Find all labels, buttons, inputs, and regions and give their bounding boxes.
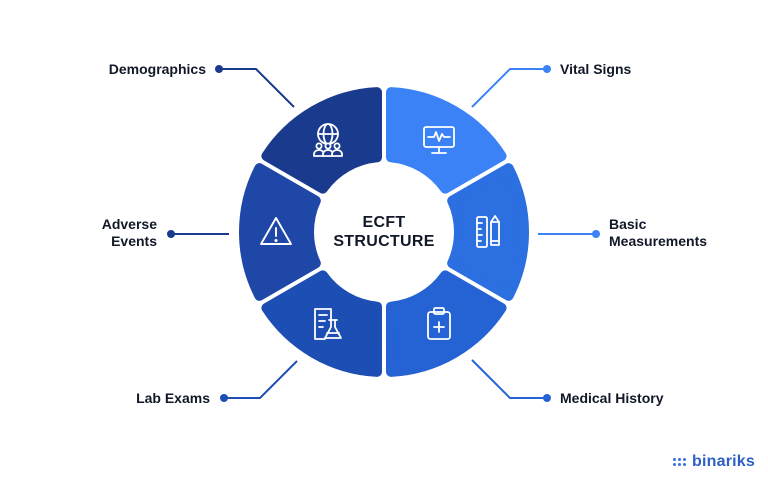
document-flask-icon [314, 308, 342, 340]
connector-lab-exams-dot [220, 394, 228, 402]
ruler-pencil-icon [476, 215, 500, 248]
label-adverse-line2: Events [111, 233, 157, 249]
segment-icons [260, 123, 500, 340]
connector-demographics-dot [215, 65, 223, 73]
segment-basic-measurements [447, 163, 529, 301]
connector-vital-signs [471, 68, 547, 108]
connector-medical-history-dot [543, 394, 551, 402]
segment-lab-exams [261, 270, 383, 377]
label-basic-line2: Measurements [609, 233, 708, 249]
binariks-logo: binariks [673, 451, 758, 473]
segment-medical-history [385, 270, 507, 377]
center-title-line1: ECFT [362, 214, 406, 231]
clipboard-plus-icon [427, 307, 451, 340]
label-lab-exams: Lab Exams [136, 390, 210, 406]
connector-lab-exams [224, 360, 298, 399]
label-adverse-line1: Adverse [101, 216, 157, 232]
connector-vital-signs-dot [543, 65, 551, 73]
label-basic-line1: Basic [609, 216, 647, 232]
segment-vital-signs [385, 87, 507, 194]
segment-adverse-events [239, 163, 321, 301]
label-adverse-events: Adverse Events [60, 216, 157, 250]
ring-segments [239, 87, 529, 377]
logo-text: binariks [692, 453, 755, 470]
center-title: ECFT STRUCTURE [314, 213, 454, 251]
connector-medical-history [471, 359, 547, 399]
label-basic-measurements: Basic Measurements [609, 216, 707, 250]
label-vital-signs: Vital Signs [560, 61, 632, 77]
logo-dots-icon [673, 456, 689, 468]
center-title-line2: STRUCTURE [333, 233, 435, 250]
segment-demographics [261, 87, 383, 194]
monitor-heartbeat-icon [423, 126, 455, 154]
connector-adverse-events-dot [167, 230, 175, 238]
connector-lines [167, 65, 600, 402]
connector-basic-measurements-dot [592, 230, 600, 238]
label-demographics: Demographics [108, 61, 206, 77]
connector-demographics [219, 68, 295, 108]
warning-triangle-icon [260, 217, 292, 245]
label-medical-history: Medical History [560, 390, 664, 406]
global-people-icon [313, 123, 343, 157]
